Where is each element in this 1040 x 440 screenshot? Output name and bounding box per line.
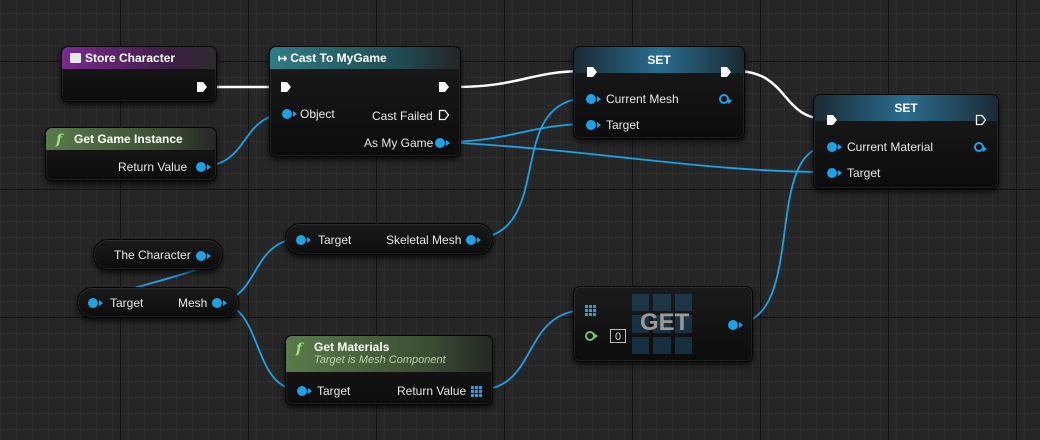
node-get-mesh[interactable]: Target Mesh: [77, 287, 239, 318]
object-pin[interactable]: [827, 168, 842, 178]
array-pin-icon[interactable]: [471, 386, 482, 397]
object-pin[interactable]: [466, 235, 481, 245]
int-pin[interactable]: [585, 331, 598, 341]
node-title: SET: [814, 95, 998, 121]
object-pin[interactable]: [728, 320, 743, 330]
node-header: f Get Game Instance: [46, 128, 216, 150]
array-icon: [632, 294, 692, 354]
wire: [441, 123, 590, 143]
node-set-current-mesh[interactable]: SET Current Mesh Target: [573, 46, 745, 139]
object-pin[interactable]: [196, 162, 211, 172]
object-pin[interactable]: [586, 120, 601, 130]
pin-label: Mesh: [178, 296, 208, 310]
event-icon: [70, 53, 81, 63]
node-get-game-instance[interactable]: f Get Game Instance Return Value: [45, 127, 217, 181]
node-get-array[interactable]: GET 0: [573, 286, 753, 362]
exec-pin-icon[interactable]: [975, 114, 987, 126]
pin-label: Current Mesh: [606, 92, 679, 106]
pin-label: Target: [318, 233, 352, 247]
function-icon: f: [56, 132, 63, 148]
wire: [441, 141, 831, 173]
node-title: GET: [640, 309, 690, 336]
node-title: Cast To MyGame: [290, 51, 387, 65]
node-get-materials[interactable]: f Get Materials Target is Mesh Component…: [285, 335, 493, 405]
object-pin[interactable]: [212, 298, 227, 308]
exec-pin-icon[interactable]: [720, 66, 732, 78]
wire: [469, 97, 590, 240]
object-pin[interactable]: [296, 235, 311, 245]
object-pin-output[interactable]: [974, 142, 987, 152]
exec-pin-icon[interactable]: [586, 66, 598, 78]
object-pin-output[interactable]: [719, 94, 732, 104]
pin-label: Return Value: [397, 384, 467, 398]
pin-label: Target: [317, 384, 351, 398]
function-icon: f: [296, 341, 303, 357]
pin-label: Return Value: [118, 160, 188, 174]
pin-label: Target: [110, 296, 144, 310]
node-title: Get Game Instance: [74, 132, 183, 146]
pin-label: As My Game: [364, 136, 434, 150]
variable-label: The Character: [114, 248, 191, 262]
pin-label: Target: [606, 118, 640, 132]
exec-wire: [453, 69, 587, 89]
pin-label: Target: [847, 166, 881, 180]
exec-pin-icon[interactable]: [280, 81, 292, 93]
node-title: Get Materials: [314, 340, 390, 354]
exec-pin-icon[interactable]: [826, 114, 838, 126]
node-the-character[interactable]: The Character: [93, 239, 223, 270]
cast-icon: ↦: [278, 53, 288, 65]
object-pin[interactable]: [827, 142, 842, 152]
node-header: f Get Materials Target is Mesh Component: [286, 336, 492, 372]
node-store-character[interactable]: Store Character: [61, 46, 217, 102]
pin-label: Cast Failed: [372, 109, 433, 123]
object-pin[interactable]: [297, 386, 312, 396]
pin-label: Skeletal Mesh: [386, 233, 462, 247]
exec-pin-icon[interactable]: [438, 81, 450, 93]
node-title: SET: [574, 47, 744, 73]
exec-pin-icon[interactable]: [196, 81, 208, 93]
node-cast-to-mygame[interactable]: ↦Cast To MyGame Object Cast Failed As My…: [269, 46, 461, 157]
pin-label: Object: [300, 107, 335, 121]
wire: [476, 309, 588, 391]
node-set-current-material[interactable]: SET Current Material Target: [813, 94, 999, 189]
node-header: Store Character: [62, 47, 216, 69]
pin-label: Current Material: [847, 140, 934, 154]
object-pin[interactable]: [435, 138, 450, 148]
object-pin[interactable]: [196, 251, 211, 261]
node-header: ↦Cast To MyGame: [270, 47, 460, 69]
object-pin[interactable]: [586, 94, 601, 104]
node-get-skeletal-mesh[interactable]: Target Skeletal Mesh: [285, 223, 493, 255]
node-title: Store Character: [85, 51, 176, 65]
wire: [732, 145, 831, 325]
node-subtitle: Target is Mesh Component: [314, 354, 446, 366]
object-pin[interactable]: [282, 109, 297, 119]
object-pin[interactable]: [88, 298, 103, 308]
array-pin-icon[interactable]: [585, 305, 596, 316]
exec-pin-icon[interactable]: [438, 109, 450, 121]
index-input[interactable]: 0: [610, 329, 626, 343]
